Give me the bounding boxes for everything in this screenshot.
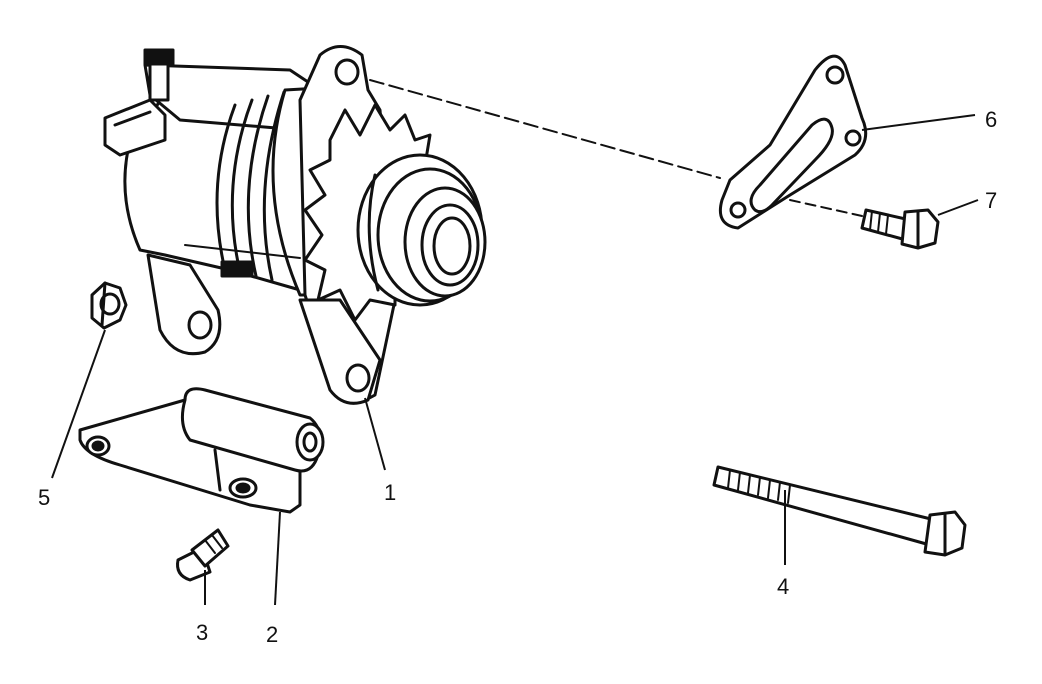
leader-2 <box>274 511 281 606</box>
callout-3: 3 <box>196 620 208 645</box>
leader-lines <box>51 114 979 606</box>
short-bolt-part-7 <box>860 208 940 250</box>
long-bolt-part-4 <box>712 465 967 557</box>
callout-5: 5 <box>38 485 50 510</box>
leader-1 <box>364 397 386 471</box>
nut-part-5 <box>90 281 128 330</box>
callout-4: 4 <box>777 574 789 599</box>
alternator-part-1 <box>103 45 487 405</box>
callout-6: 6 <box>985 107 997 132</box>
small-bolt-part-3 <box>176 528 230 582</box>
callout-7: 7 <box>985 188 997 213</box>
leader-5 <box>51 329 106 479</box>
callout-numbers: 1 2 3 4 5 6 7 <box>38 107 997 647</box>
adjuster-plate-part-6 <box>718 54 868 230</box>
callout-2: 2 <box>266 622 278 647</box>
callout-1: 1 <box>384 480 396 505</box>
leader-6 <box>861 114 976 131</box>
leader-7 <box>937 199 979 216</box>
assembly-axis-lines <box>369 79 863 217</box>
mounting-bracket-part-2 <box>78 387 325 514</box>
